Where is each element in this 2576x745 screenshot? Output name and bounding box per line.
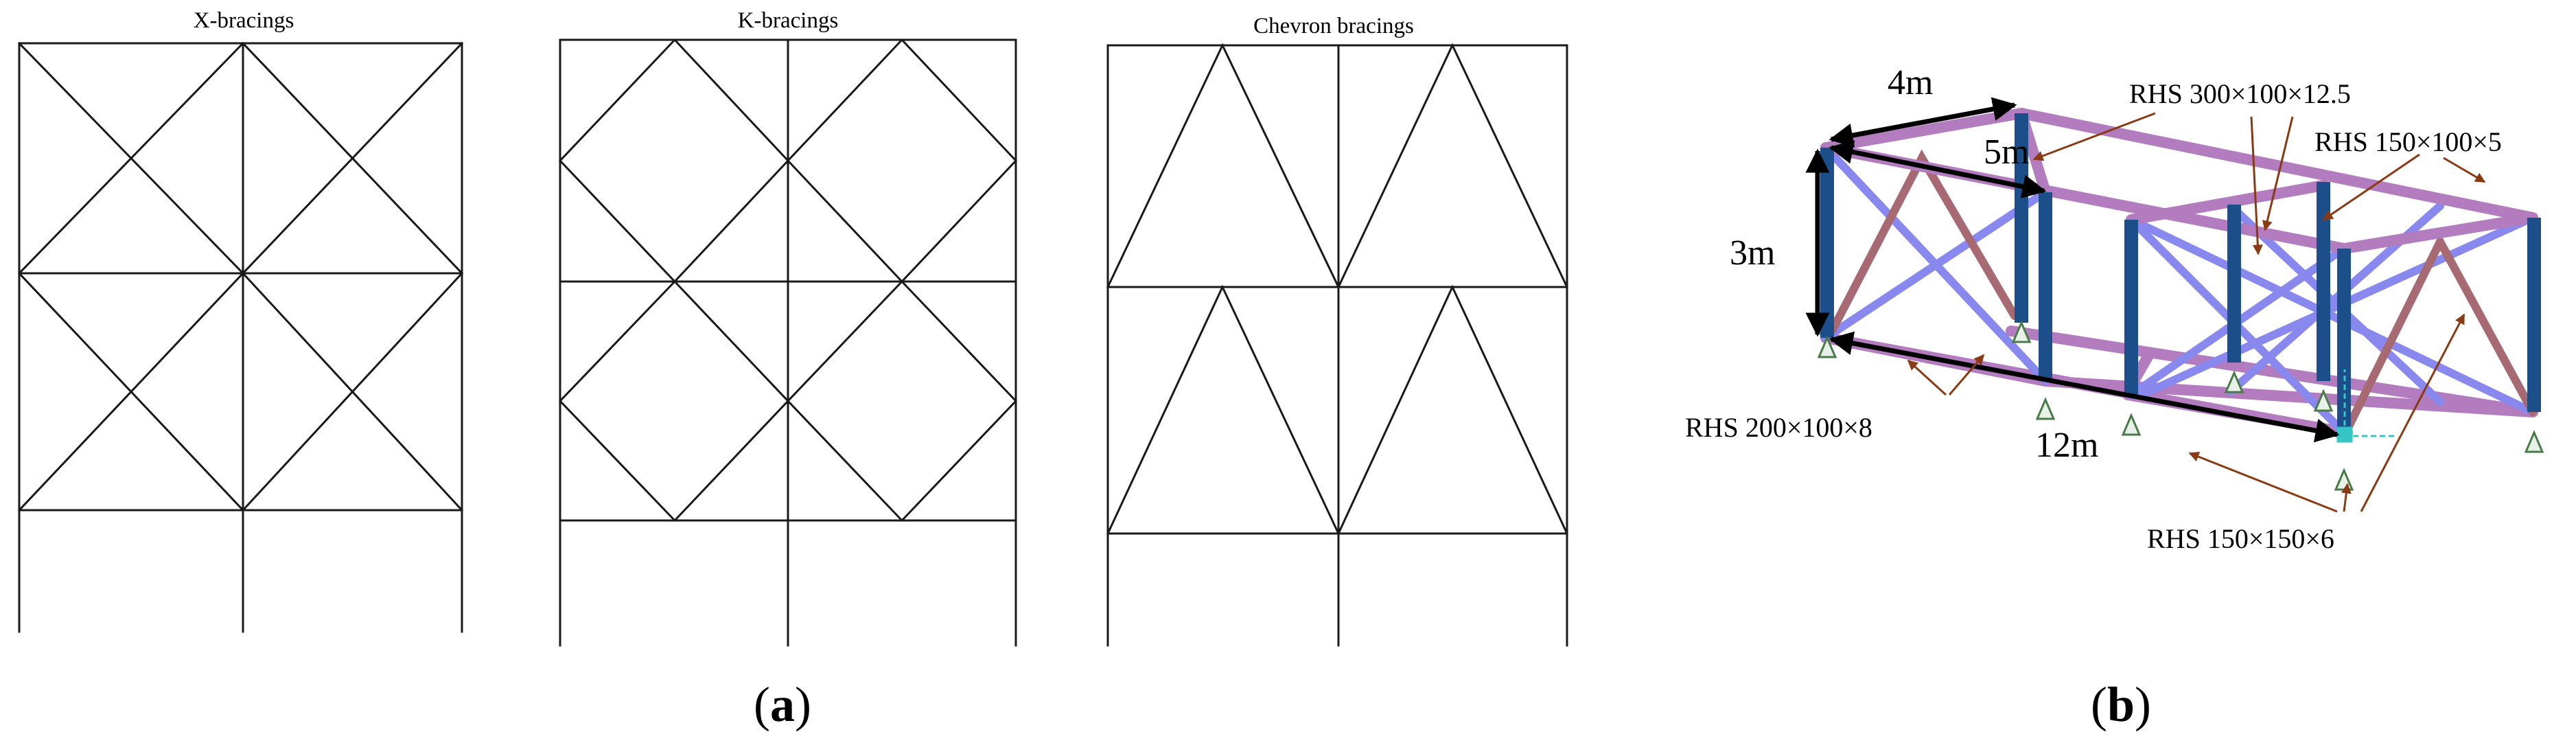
- top-beam: [2339, 212, 2538, 254]
- leader-top-beam: [2322, 153, 2420, 221]
- leader-column: [2341, 483, 2352, 512]
- top-beam: [2126, 180, 2329, 225]
- k-brace-diamond: [786, 38, 1018, 284]
- leader-top-chord: [2032, 112, 2156, 161]
- selected-node: [2336, 369, 2395, 443]
- panel-b: 4m 5m 3m 12m RHS 300×100×12.5 RHS 150×10…: [1685, 63, 2544, 732]
- dim-depth-arrow: [1829, 140, 2047, 198]
- dim-length-arrow: [1829, 331, 2340, 443]
- chevron-brace: [1106, 284, 1340, 535]
- chevron-bracing-frame: Chevron bracings: [1106, 14, 1568, 647]
- k-bracing-frame: K-bracings: [558, 8, 1018, 647]
- leader-column: [2360, 313, 2465, 512]
- chevron-brace: [1337, 284, 1568, 535]
- k-brace-diamond: [558, 38, 790, 284]
- pin-support-icon: [2035, 397, 2056, 420]
- section-label-top-chord: RHS 300×100×12.5: [2129, 78, 2351, 109]
- x-bracing-frame: X-bracings: [17, 8, 464, 633]
- panel-a-letter: (a): [754, 677, 811, 732]
- section-label-column: RHS 150×150×6: [2147, 523, 2334, 554]
- section-label-top-beam: RHS 150×100×5: [2314, 126, 2502, 157]
- dim-width-arrow: [1829, 97, 2017, 148]
- pin-support-icon: [2121, 413, 2142, 436]
- pin-support-icon: [2334, 468, 2354, 491]
- x-brace: [241, 41, 464, 275]
- dim-height-label: 3m: [1730, 233, 1775, 273]
- k-brace-diamond: [558, 279, 790, 523]
- leader-column: [2188, 451, 2338, 513]
- k-brace-diamond: [786, 279, 1018, 523]
- section-label-bottom-beam: RHS 200×100×8: [1685, 412, 1872, 443]
- dimension-lines: [1805, 97, 2340, 443]
- leader-top-chord: [2262, 116, 2294, 231]
- x-brace: [241, 271, 464, 512]
- panel-a: X-bracings K-bracings: [17, 8, 1568, 732]
- chevron-brace: [1106, 43, 1341, 289]
- x-brace: [17, 41, 245, 275]
- callout-leaders: [1907, 112, 2486, 513]
- chevron-brace-end: [2343, 232, 2537, 433]
- leader-top-beam: [2443, 157, 2486, 183]
- diagonal-brace: [2127, 216, 2537, 416]
- leader-bottom-beam: [1948, 354, 1985, 396]
- dim-length-label: 12m: [2035, 426, 2098, 465]
- chevron-bracing-title: Chevron bracings: [1253, 14, 1414, 38]
- dim-width-label: 4m: [1888, 63, 1933, 102]
- chevron-brace: [1337, 43, 1568, 288]
- diagonal-brace: [1822, 188, 2050, 342]
- k-bracing-title: K-bracings: [738, 8, 839, 33]
- pin-support-icon: [2524, 430, 2544, 453]
- x-bracing-title: X-bracings: [194, 8, 294, 33]
- panel-b-letter: (b): [2091, 677, 2151, 732]
- leader-top-chord: [2250, 116, 2263, 255]
- leader-bottom-beam: [1907, 359, 1947, 396]
- x-brace: [17, 271, 245, 512]
- dim-depth-label: 5m: [1984, 133, 2029, 172]
- node-marker-icon: [2336, 426, 2353, 443]
